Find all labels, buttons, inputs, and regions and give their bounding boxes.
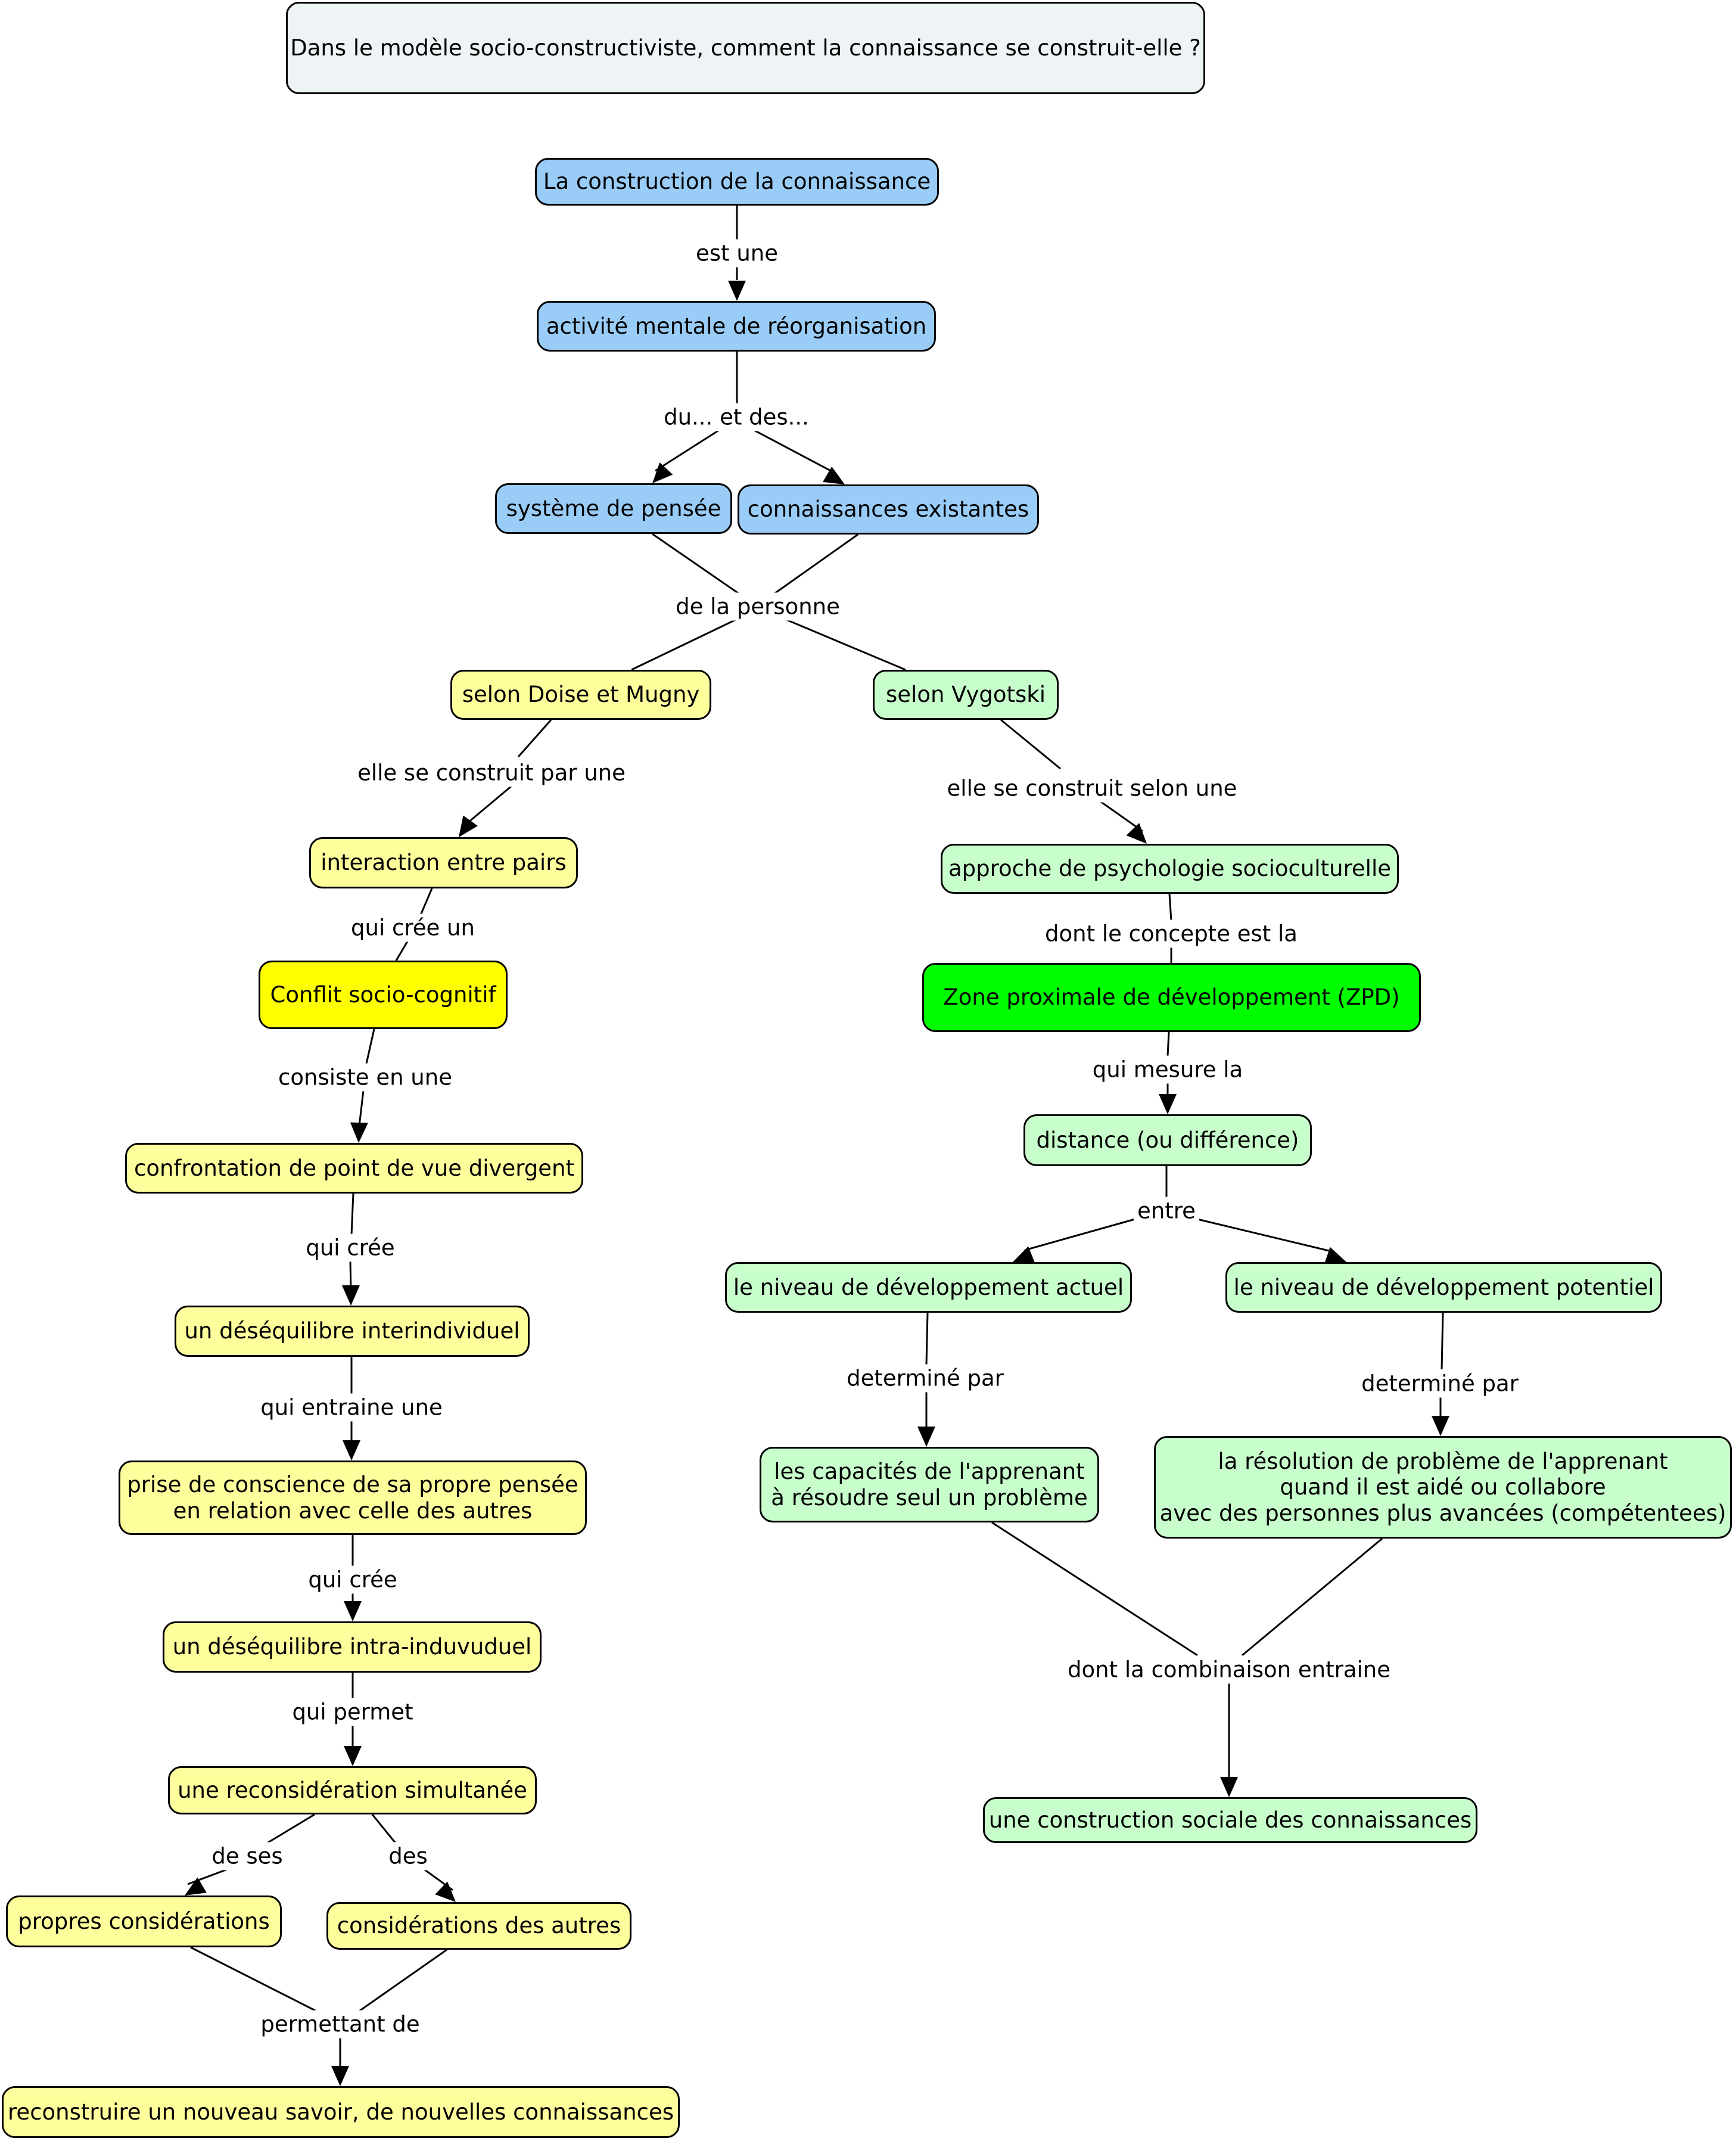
node-doise-mugny[interactable]: selon Doise et Mugny bbox=[450, 670, 711, 720]
connector-line bbox=[774, 533, 858, 595]
connector-line bbox=[190, 1946, 319, 2013]
arrowhead bbox=[343, 1440, 360, 1461]
link-label-determine-2: determiné par bbox=[1358, 1369, 1522, 1398]
node-desequilibre-interindividuel[interactable]: un déséquilibre interindividuel bbox=[175, 1306, 530, 1357]
arrowhead bbox=[344, 1601, 362, 1621]
arrowhead bbox=[1013, 1246, 1035, 1263]
link-label-elle-construit-par: elle se construit par une bbox=[354, 759, 629, 787]
connector-line bbox=[1096, 797, 1143, 832]
connector-line bbox=[371, 1814, 399, 1847]
node-reconstruire-savoir[interactable]: reconstruire un nouveau savoir, de nouve… bbox=[2, 2086, 680, 2138]
connector-line bbox=[751, 428, 835, 474]
arrowhead bbox=[823, 466, 845, 484]
node-desequilibre-intra[interactable]: un déséquilibre intra-induvuduel bbox=[163, 1621, 542, 1673]
question-box: Dans le modèle socio-constructiviste, co… bbox=[286, 2, 1205, 94]
link-label-qui-entraine: qui entraine une bbox=[257, 1393, 446, 1422]
node-systeme-pensee[interactable]: système de pensée bbox=[495, 483, 732, 534]
node-prise-conscience[interactable]: prise de conscience de sa propre pensée … bbox=[119, 1461, 587, 1535]
connector-line bbox=[1000, 719, 1061, 770]
link-label-de-ses: de ses bbox=[208, 1842, 287, 1870]
resolution-line-2: quand il est aidé ou collabore bbox=[1280, 1474, 1606, 1500]
connector-line bbox=[1242, 1537, 1383, 1657]
link-label-permettant: permettant de bbox=[257, 2010, 424, 2039]
connector-line bbox=[1168, 893, 1172, 921]
arrowhead bbox=[185, 1877, 207, 1895]
link-label-qui-cree-un: qui crée un bbox=[347, 913, 478, 942]
resolution-line-1: la résolution de problème de l'apprenant bbox=[1218, 1448, 1668, 1474]
arrowhead bbox=[331, 2066, 349, 2086]
node-connaissances-existantes[interactable]: connaissances existantes bbox=[738, 484, 1039, 535]
node-construction-connaissance[interactable]: La construction de la connaissance bbox=[535, 158, 939, 206]
connector-line bbox=[1166, 1031, 1170, 1056]
node-activite-mentale[interactable]: activité mentale de réorganisation bbox=[537, 301, 936, 352]
connector-line bbox=[925, 1312, 929, 1365]
connector-line bbox=[655, 428, 721, 472]
node-capacites-apprenant[interactable]: les capacités de l'apprenant à résoudre … bbox=[760, 1447, 1099, 1522]
arrowhead bbox=[1324, 1247, 1346, 1264]
connector-line bbox=[652, 533, 739, 595]
arrowhead bbox=[435, 1881, 456, 1902]
node-vygotski[interactable]: selon Vygotski bbox=[873, 670, 1059, 720]
node-conflit-socio-cognitif[interactable]: Conflit socio-cognitif bbox=[259, 961, 508, 1029]
node-confrontation[interactable]: confrontation de point de vue divergent bbox=[125, 1143, 583, 1194]
link-label-entre: entre bbox=[1134, 1197, 1199, 1225]
node-interaction-pairs[interactable]: interaction entre pairs bbox=[309, 837, 578, 888]
arrowhead bbox=[342, 1285, 360, 1306]
node-niveau-actuel[interactable]: le niveau de développement actuel bbox=[725, 1262, 1132, 1313]
arrowhead bbox=[917, 1427, 935, 1447]
link-label-qui-cree-1: qui crée bbox=[302, 1233, 399, 1262]
connector-line bbox=[357, 1949, 447, 2013]
arrowhead bbox=[1126, 823, 1147, 844]
connector-line bbox=[517, 719, 552, 757]
link-label-qui-permet: qui permet bbox=[288, 1698, 417, 1726]
connector-line bbox=[419, 888, 433, 917]
arrowhead bbox=[1220, 1777, 1238, 1797]
connector-line bbox=[1197, 1218, 1332, 1253]
node-approche-socioculturelle[interactable]: approche de psychologie socioculturelle bbox=[941, 844, 1399, 894]
arrowhead bbox=[1432, 1416, 1449, 1436]
node-reconsideration[interactable]: une reconsidération simultanée bbox=[168, 1766, 537, 1814]
link-label-qui-cree-2: qui crée bbox=[304, 1565, 401, 1594]
link-label-de-la-personne: de la personne bbox=[672, 592, 844, 621]
node-niveau-potentiel[interactable]: le niveau de développement potentiel bbox=[1225, 1262, 1662, 1313]
connector-line bbox=[991, 1521, 1198, 1657]
connector-line bbox=[464, 784, 513, 826]
node-resolution-probleme[interactable]: la résolution de problème de l'apprenant… bbox=[1154, 1436, 1732, 1539]
link-label-du-et-des: du... et des... bbox=[660, 403, 813, 431]
capacites-line-1: les capacités de l'apprenant bbox=[774, 1458, 1085, 1484]
arrowhead bbox=[350, 1122, 368, 1143]
link-label-des: des bbox=[385, 1842, 431, 1870]
node-considerations-autres[interactable]: considérations des autres bbox=[326, 1902, 631, 1950]
connector-line bbox=[631, 619, 736, 671]
prise-conscience-line-2: en relation avec celle des autres bbox=[173, 1497, 533, 1524]
link-label-determine-1: determiné par bbox=[843, 1364, 1007, 1393]
node-propres-considerations[interactable]: propres considérations bbox=[6, 1895, 282, 1947]
link-label-qui-mesure: qui mesure la bbox=[1088, 1055, 1247, 1084]
link-label-dont-concepte: dont le concepte est la bbox=[1041, 919, 1301, 948]
connector-line bbox=[1024, 1218, 1135, 1251]
connector-line bbox=[786, 619, 906, 671]
node-construction-sociale[interactable]: une construction sociale des connaissanc… bbox=[983, 1797, 1477, 1843]
connector-line bbox=[262, 1813, 315, 1847]
connector-line bbox=[1441, 1312, 1444, 1370]
arrowhead bbox=[1159, 1094, 1177, 1114]
arrowhead bbox=[459, 815, 478, 837]
resolution-line-3: avec des personnes plus avancées (compét… bbox=[1159, 1500, 1726, 1526]
arrowhead bbox=[344, 1746, 362, 1766]
link-label-dont-combinaison: dont la combinaison entraine bbox=[1064, 1655, 1394, 1684]
capacites-line-2: à résoudre seul un problème bbox=[771, 1484, 1088, 1511]
prise-conscience-line-1: prise de conscience de sa propre pensée bbox=[127, 1471, 578, 1497]
connector-line bbox=[365, 1028, 375, 1064]
link-label-elle-construit-selon: elle se construit selon une bbox=[943, 774, 1241, 803]
connector-line bbox=[350, 1193, 354, 1235]
link-label-consiste: consiste en une bbox=[275, 1063, 456, 1092]
node-distance[interactable]: distance (ou différence) bbox=[1023, 1114, 1312, 1166]
arrowhead bbox=[728, 281, 746, 301]
link-label-est-une: est une bbox=[692, 239, 782, 268]
node-zpd[interactable]: Zone proximale de développement (ZPD) bbox=[922, 963, 1421, 1032]
connector-line bbox=[395, 940, 409, 961]
arrowhead bbox=[652, 462, 673, 483]
